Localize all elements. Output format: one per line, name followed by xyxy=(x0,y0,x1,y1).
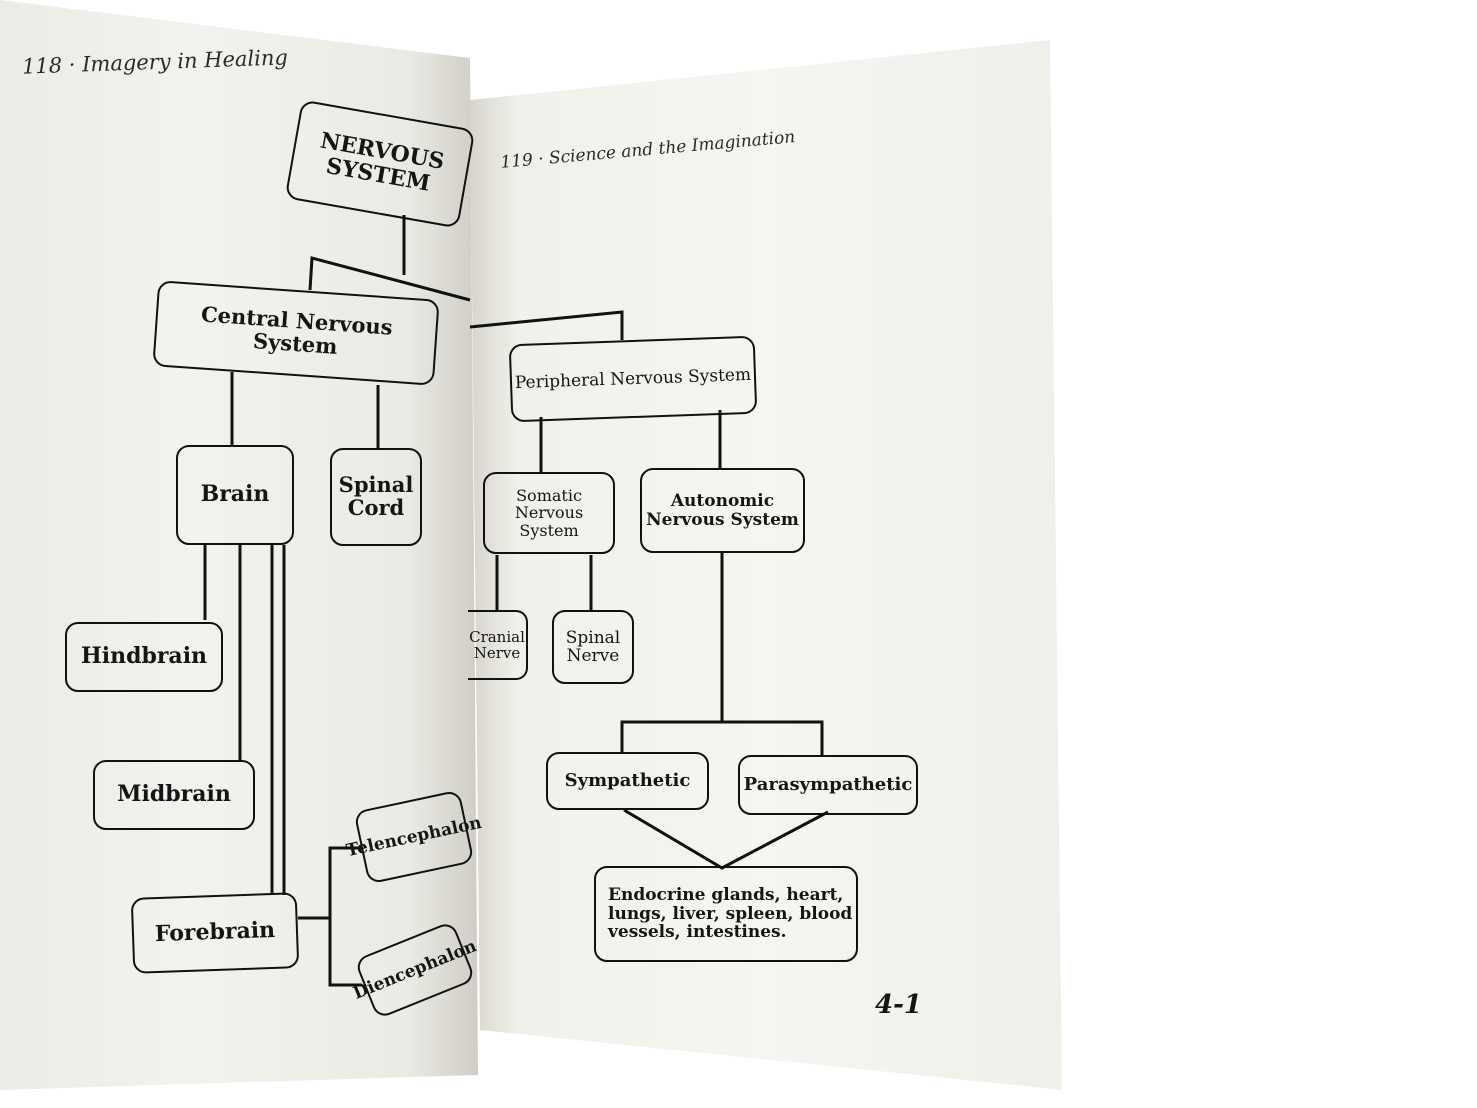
node-peripheral-nervous-system: Peripheral Nervous System xyxy=(508,335,758,423)
node-effector-organs: Endocrine glands, heart, lungs, liver, s… xyxy=(594,866,858,962)
node-forebrain: Forebrain xyxy=(130,892,300,974)
node-sympathetic: Sympathetic xyxy=(546,752,709,810)
node-brain: Brain xyxy=(176,445,294,545)
node-autonomic-nervous-system: Autonomic Nervous System xyxy=(640,468,805,553)
connector-root-bar xyxy=(308,256,471,302)
right-book-page xyxy=(470,40,1062,1090)
node-spinal-nerve: Spinal Nerve xyxy=(552,610,634,684)
node-somatic-nervous-system: Somatic Nervous System xyxy=(483,472,615,554)
connector-diencephalon xyxy=(328,918,362,987)
node-midbrain: Midbrain xyxy=(93,760,255,830)
figure-number: 4-1 xyxy=(875,990,922,1020)
node-spinal-cord: Spinal Cord xyxy=(330,448,422,546)
node-parasympathetic: Parasympathetic xyxy=(738,755,918,815)
connector-to-peripheral xyxy=(469,310,624,340)
connector-forebrain-split xyxy=(298,846,362,920)
connector-auto-bar xyxy=(620,720,824,755)
connector-effectors xyxy=(623,808,829,870)
node-hindbrain: Hindbrain xyxy=(65,622,223,692)
node-cranial-nerve: Cranial Nerve xyxy=(468,610,528,680)
